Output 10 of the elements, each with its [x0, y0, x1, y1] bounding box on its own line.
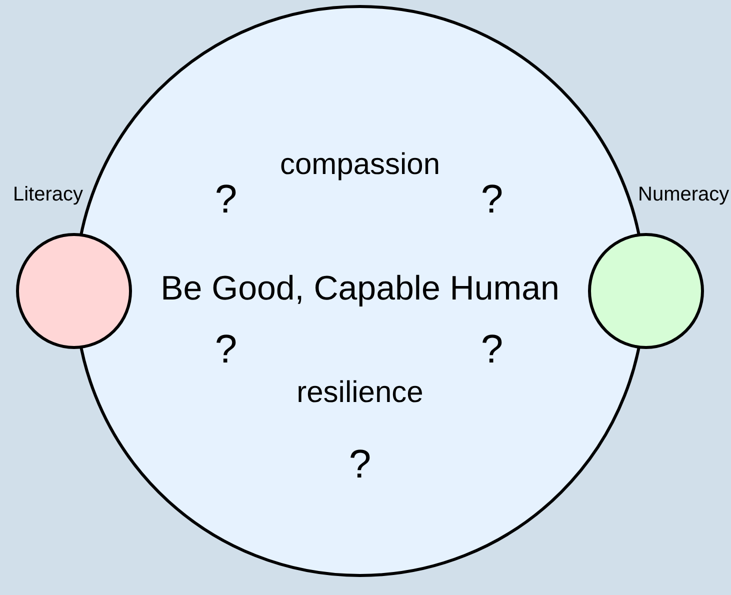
center-text: Be Good, Capable Human: [160, 270, 560, 308]
circle-label: Numeracy: [638, 184, 730, 206]
question-mark: ?: [214, 328, 238, 372]
question-mark: ?: [480, 178, 504, 222]
question-mark: ?: [480, 328, 504, 372]
question-mark: ?: [348, 442, 372, 488]
trait-label: compassion: [280, 148, 440, 182]
question-mark: ?: [214, 178, 238, 222]
trait-label: resilience: [296, 376, 424, 410]
circle-label: Literacy: [12, 184, 83, 206]
